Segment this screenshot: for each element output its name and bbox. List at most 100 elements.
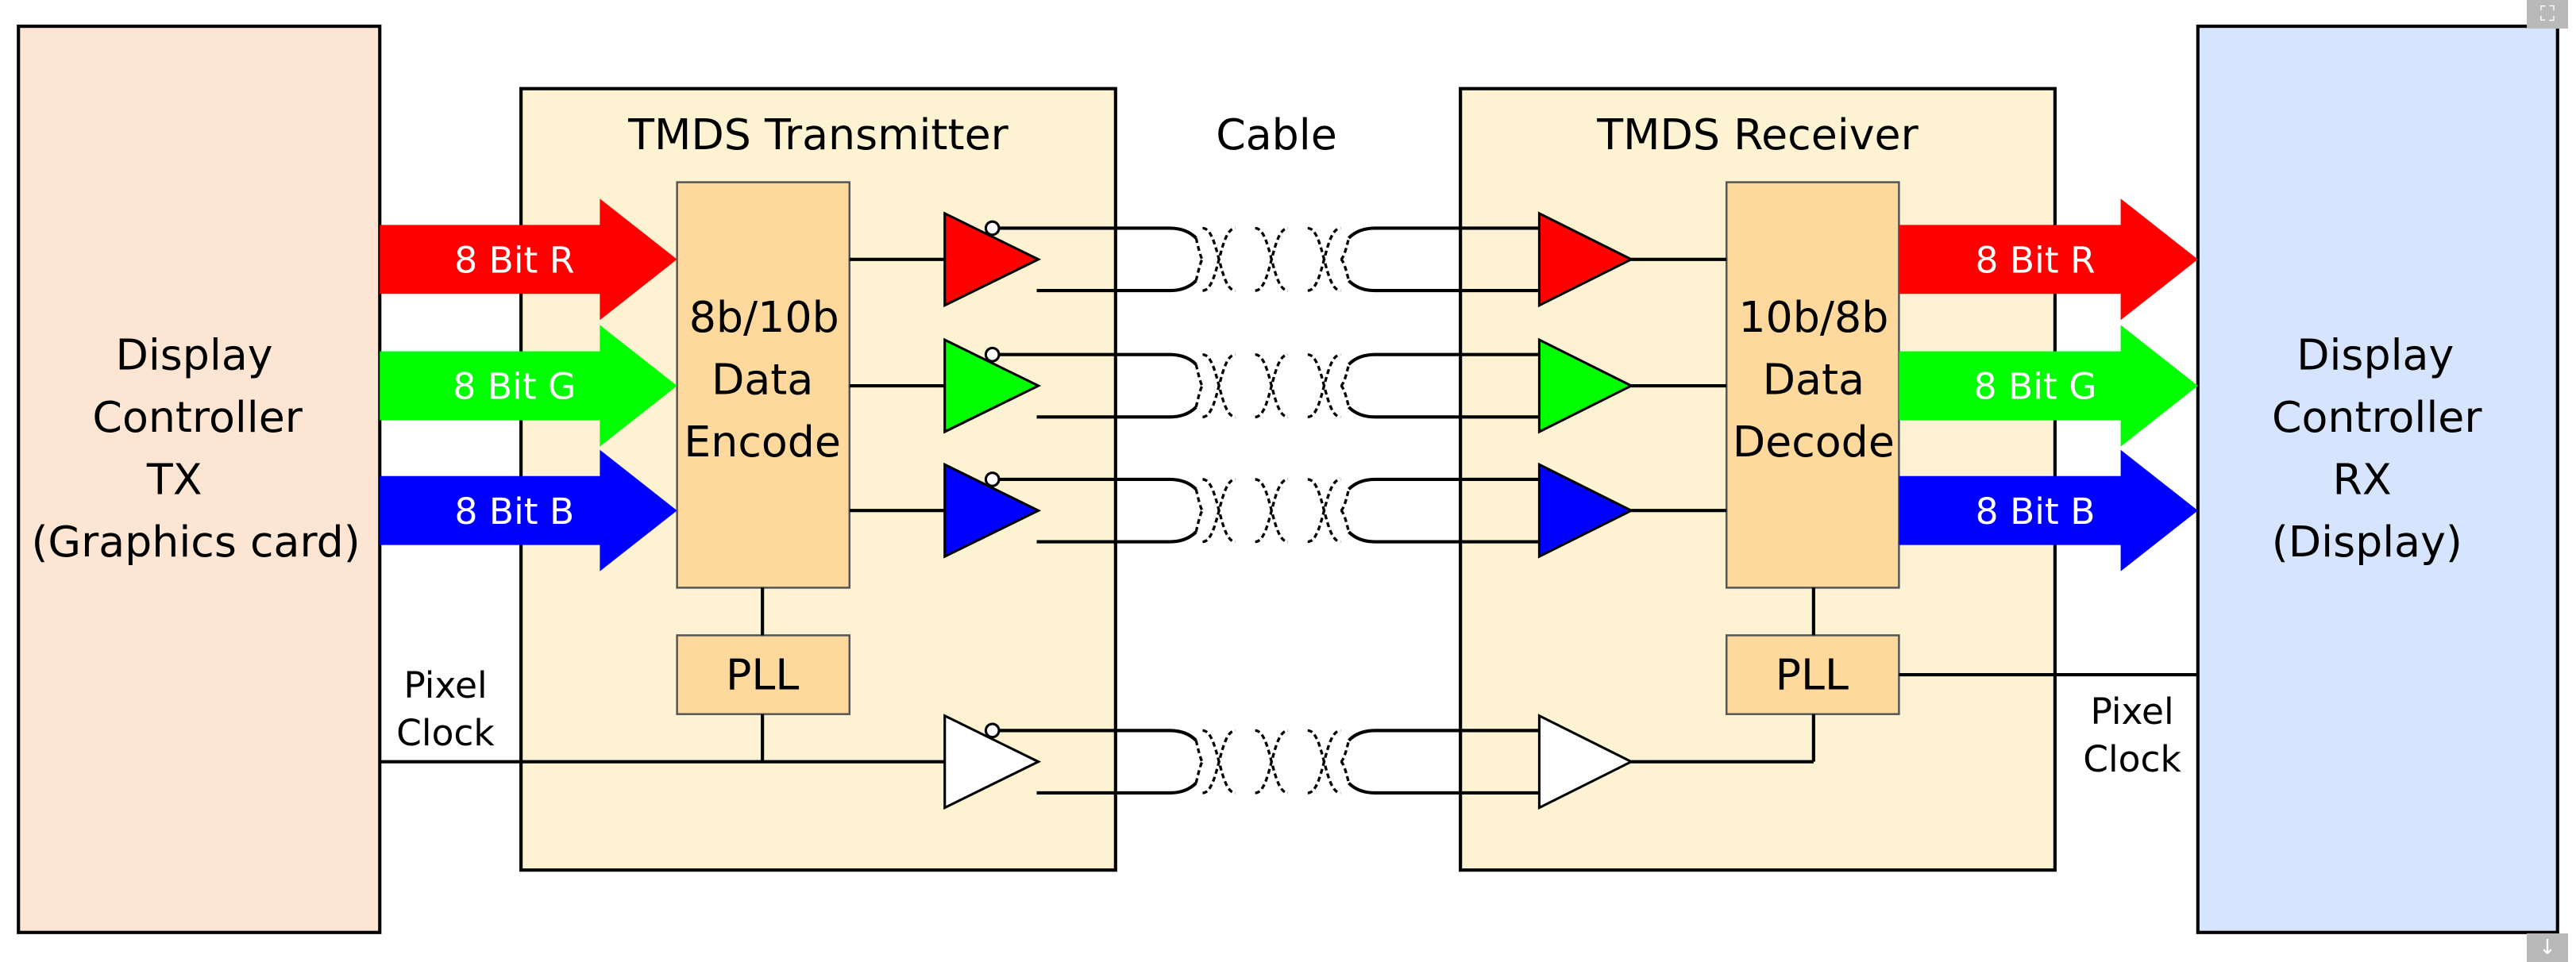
decoder-line: Data: [1763, 354, 1865, 404]
tx-box-line: Display: [115, 329, 272, 379]
pair-wire-red: [1348, 279, 1540, 293]
encoder-line: 8b/10b: [689, 292, 839, 342]
pair-wire-clock: [1348, 782, 1540, 795]
twisted-pair-blue: [1194, 509, 1204, 533]
receiver-pll-label: PLL: [1776, 650, 1849, 700]
transmitter-title: TMDS Transmitter: [627, 110, 1008, 160]
twisted-pair-clock: [1194, 740, 1204, 764]
rx-box-line: RX: [2333, 455, 2392, 505]
pair-wire-green: [1036, 406, 1197, 419]
decoder-label: 10b/8b Data Decode: [1733, 292, 1895, 467]
rx-pixel-clock-label: Pixel Clock: [2083, 691, 2181, 780]
twisted-pair-clock: [1340, 740, 1351, 764]
expand-icon[interactable]: ⛶: [2527, 0, 2568, 29]
twisted-pair-red: [1255, 226, 1289, 292]
twisted-pair-green: [1194, 384, 1204, 408]
tx-box-line: Controller: [92, 392, 303, 442]
encoder-label: 8b/10b Data Encode: [684, 292, 841, 467]
driver-invert-bubble: [984, 346, 1001, 363]
output-arrow-label: 8 Bit R: [1975, 239, 2095, 281]
twisted-pair-clock: [1307, 729, 1341, 795]
receiver-triangle-clock: [1537, 714, 1634, 810]
twisted-pair-green: [1194, 364, 1204, 387]
tx-box-line: TX: [146, 455, 202, 505]
twisted-pair-red: [1340, 237, 1351, 261]
pair-wire-clock: [1036, 782, 1197, 795]
twisted-pair-green: [1255, 353, 1289, 418]
twisted-pair-blue: [1255, 478, 1289, 544]
twisted-pair-blue: [1340, 509, 1351, 533]
pair-wire-blue: [1036, 530, 1197, 544]
receiver-triangle-green: [1537, 337, 1634, 434]
download-icon[interactable]: ↓: [2527, 933, 2568, 962]
pair-wire-clock: [1348, 729, 1540, 742]
twisted-pair-clock: [1255, 729, 1289, 795]
rx-box-line: Controller: [2272, 392, 2482, 442]
twisted-pair-blue: [1340, 488, 1351, 512]
output-arrow-label: 8 Bit G: [1974, 366, 2097, 408]
rx-pixel-clock-line: Pixel: [2090, 691, 2173, 733]
driver-invert-bubble: [984, 220, 1001, 237]
receiver-triangle-red: [1537, 211, 1634, 308]
pair-wire-green: [997, 352, 1197, 366]
receiver-triangle-blue: [1537, 462, 1634, 559]
decoder-block: [1725, 181, 1900, 589]
input-arrow-label: 8 Bit B: [454, 491, 574, 533]
twisted-pair-blue: [1201, 478, 1236, 544]
driver-invert-bubble: [984, 722, 1001, 739]
twisted-pair-green: [1340, 384, 1351, 408]
twisted-pair-clock: [1201, 729, 1236, 795]
pair-wire-blue: [1348, 530, 1540, 544]
display-controller-tx-box: [17, 25, 382, 934]
encoder-line: Encode: [684, 417, 841, 467]
transmitter-pll-block: [676, 634, 851, 715]
pair-wire-red: [1036, 279, 1197, 293]
transmitter-pll-label: PLL: [726, 650, 799, 700]
driver-triangle-green: [943, 337, 1042, 434]
wires: [380, 257, 2198, 764]
pair-wire-blue: [1348, 477, 1540, 491]
tx-box-line: (Graphics card): [31, 517, 360, 567]
twisted-pair-red: [1194, 258, 1204, 282]
driver-triangle-blue: [943, 462, 1042, 559]
tx-pixel-clock-line: Pixel: [403, 664, 487, 706]
twisted-pair-blue: [1194, 488, 1204, 512]
driver-triangle-red: [943, 211, 1042, 308]
pair-wire-clock: [997, 729, 1197, 742]
twisted-pair-green: [1201, 353, 1236, 418]
twisted-pair-clock: [1194, 760, 1204, 783]
input-arrow-blue: [380, 449, 677, 571]
driver-invert-bubble: [984, 471, 1001, 487]
pair-wire-blue: [997, 477, 1197, 491]
input-arrow-label: 8 Bit G: [453, 366, 576, 408]
display-controller-rx-box: [2196, 25, 2559, 934]
receiver-pll-block: [1725, 634, 1900, 715]
twisted-pair-red: [1194, 237, 1204, 261]
pair-wire-green: [1348, 352, 1540, 366]
pair-wire-green: [1348, 406, 1540, 419]
twisted-pair-blue: [1307, 478, 1341, 544]
tx-pixel-clock-label: Pixel Clock: [396, 664, 495, 754]
output-arrow-red: [1899, 198, 2198, 321]
twisted-pair-red: [1307, 226, 1341, 292]
twisted-pair-green: [1340, 364, 1351, 387]
twisted-pair-clock: [1340, 760, 1351, 783]
rx-box-label: Display Controller RX (Display): [2272, 329, 2483, 567]
input-arrow-label: 8 Bit R: [454, 239, 574, 281]
output-arrow-blue: [1899, 449, 2198, 571]
channels: 8 Bit R 8 Bit R 8 Bit G 8 Bit G 8 Bit B 8 Bit…: [380, 198, 2198, 810]
rx-box-line: (Display): [2272, 517, 2462, 567]
input-arrow-red: [380, 198, 677, 321]
receiver-title: TMDS Receiver: [1596, 110, 1919, 160]
output-arrow-label: 8 Bit B: [1976, 491, 2096, 533]
decoder-line: 10b/8b: [1738, 292, 1888, 342]
twisted-pair-green: [1307, 353, 1341, 418]
input-arrow-green: [380, 325, 677, 447]
tx-box-label: Display Controller TX (Graphics card): [31, 329, 360, 567]
twisted-pair-red: [1340, 258, 1351, 282]
twisted-pair-red: [1201, 226, 1236, 292]
pair-wire-red: [997, 226, 1197, 240]
rx-pixel-clock-line: Clock: [2083, 738, 2181, 780]
tx-pixel-clock-line: Clock: [396, 712, 495, 754]
